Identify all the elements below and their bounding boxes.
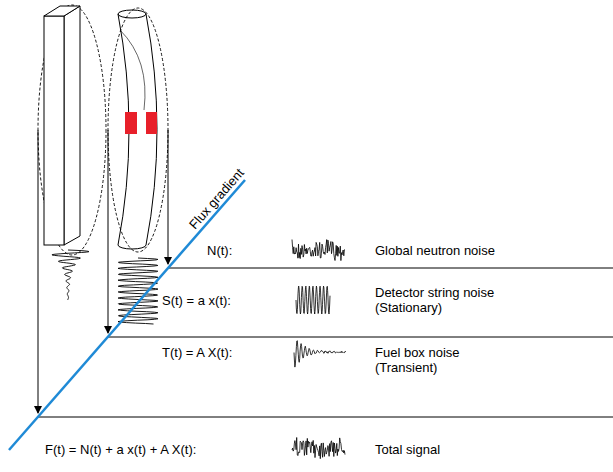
signal-description: Global neutron noise <box>375 243 515 258</box>
fuel-box <box>44 6 80 245</box>
detector-string <box>118 10 157 249</box>
signal-name: N(t): <box>207 243 232 258</box>
fuel-box-envelope <box>38 5 106 255</box>
detector-band <box>125 112 137 134</box>
flux-gradient-line <box>9 180 245 450</box>
signal-name: T(t) = A X(t): <box>162 345 232 360</box>
projection-arrow <box>108 130 109 333</box>
noise-thumbnail <box>292 240 345 261</box>
rule-line <box>168 268 613 269</box>
projection-arrow <box>38 130 39 413</box>
transient-thumbnail <box>294 341 346 367</box>
signal-description: Fuel box noise (Transient) <box>375 345 515 375</box>
transient-wave <box>52 250 89 300</box>
signal-name: S(t) = a x(t): <box>162 293 231 308</box>
projection-arrow <box>168 130 169 264</box>
signal-description: Detector string noise (Stationary) <box>375 285 515 315</box>
total-thumbnail <box>292 438 345 459</box>
signal-name: F(t) = N(t) + a x(t) + A X(t): <box>45 442 196 457</box>
rule-line <box>108 337 613 338</box>
rule-line <box>38 417 613 418</box>
detector-band <box>146 112 157 134</box>
detector-envelope <box>108 8 168 252</box>
stationary-thumbnail <box>296 286 330 314</box>
stationary-wave <box>118 258 158 324</box>
axis-label: Flux gradient <box>186 165 247 231</box>
signal-description: Total signal <box>375 442 515 457</box>
